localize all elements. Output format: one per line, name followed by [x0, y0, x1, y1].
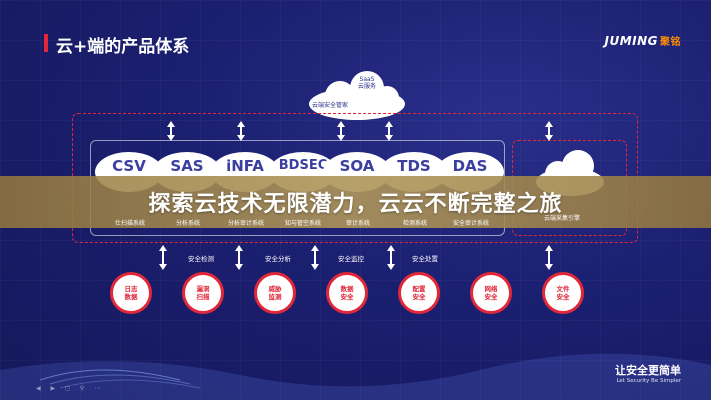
- security-item: 网络 安全: [470, 272, 512, 314]
- footer-brand: 让安全更简单 Let Security Be Simpler: [615, 362, 681, 384]
- arrow-up-down: [545, 245, 553, 270]
- footer-nav-icons: ◀ ▶ ◻ ⚲ ⋯: [36, 385, 105, 392]
- stage-label: 安全检测: [188, 255, 214, 263]
- banner-text: 探索云技术无限潜力，云云不断完整之旅: [148, 192, 563, 217]
- product-desc: 知与管空系统: [284, 220, 321, 227]
- security-item: 配置 安全: [398, 272, 440, 314]
- arrow-up-down: [337, 121, 345, 141]
- product-name: BDSEC: [278, 158, 328, 173]
- saas-cloud-icon: [309, 71, 405, 120]
- security-item: 漏洞 扫描: [182, 272, 224, 314]
- security-item-label: 配置 安全: [412, 285, 426, 301]
- security-item: 威胁 监测: [254, 272, 296, 314]
- product-name: TDS: [397, 157, 431, 175]
- brand-logo-cn: 聚铭: [660, 37, 681, 48]
- product-name: DAS: [452, 157, 488, 175]
- stage-label: 安全监控: [338, 255, 364, 263]
- product-name: SOA: [339, 157, 375, 175]
- arrow-up-down: [237, 121, 245, 141]
- slide-title: 云+端的产品体系: [56, 37, 190, 57]
- security-item-label: 网络 安全: [484, 285, 498, 301]
- product-name: SAS: [170, 157, 204, 175]
- product-desc: 检测系统: [402, 220, 427, 227]
- saas-label: SaaS 云服务: [358, 76, 377, 90]
- collection-engine-label: 云端采集引擎: [544, 215, 581, 222]
- security-item-label: 漏洞 扫描: [196, 285, 210, 301]
- security-item-label: 文件 安全: [556, 285, 570, 301]
- footer-brand-tagline: Let Security Be Simpler: [616, 378, 681, 384]
- arrow-up-down: [167, 121, 175, 141]
- product-desc: 安全审计系统: [452, 220, 489, 227]
- cloud-top-label: 云端安全管家: [312, 102, 349, 109]
- security-item-label: 日志 数据: [124, 285, 138, 301]
- security-item: 日志 数据: [110, 272, 152, 314]
- security-item: 数据 安全: [326, 272, 368, 314]
- headline-banner: 探索云技术无限潜力，云云不断完整之旅: [0, 176, 711, 228]
- product-desc: 仕扫描系统: [114, 220, 145, 227]
- arrow-up-down: [311, 245, 319, 270]
- security-item: 文件 安全: [542, 272, 584, 314]
- product-name: CSV: [112, 157, 146, 175]
- arrow-up-down: [545, 121, 553, 141]
- product-desc: 审计系统: [345, 220, 370, 227]
- security-item-label: 数据 安全: [340, 285, 354, 301]
- arrow-up-down: [159, 245, 167, 270]
- stage-label: 安全分析: [265, 255, 291, 263]
- title-accent-bar: [44, 34, 48, 52]
- arrow-up-down: [235, 245, 243, 270]
- product-desc: 分析系统: [175, 220, 200, 227]
- security-item-label: 威胁 监测: [268, 285, 282, 301]
- arrow-up-down: [387, 245, 395, 270]
- arrow-up-down: [385, 121, 393, 141]
- brand-logo-text: JUMING: [604, 34, 658, 48]
- product-name: iNFA: [226, 157, 264, 175]
- footer-brand-title: 让安全更简单: [615, 364, 681, 377]
- product-desc: 分析审计系统: [227, 220, 264, 227]
- footer-wave-decoration: [0, 353, 711, 400]
- stage-label: 安全处置: [412, 255, 438, 263]
